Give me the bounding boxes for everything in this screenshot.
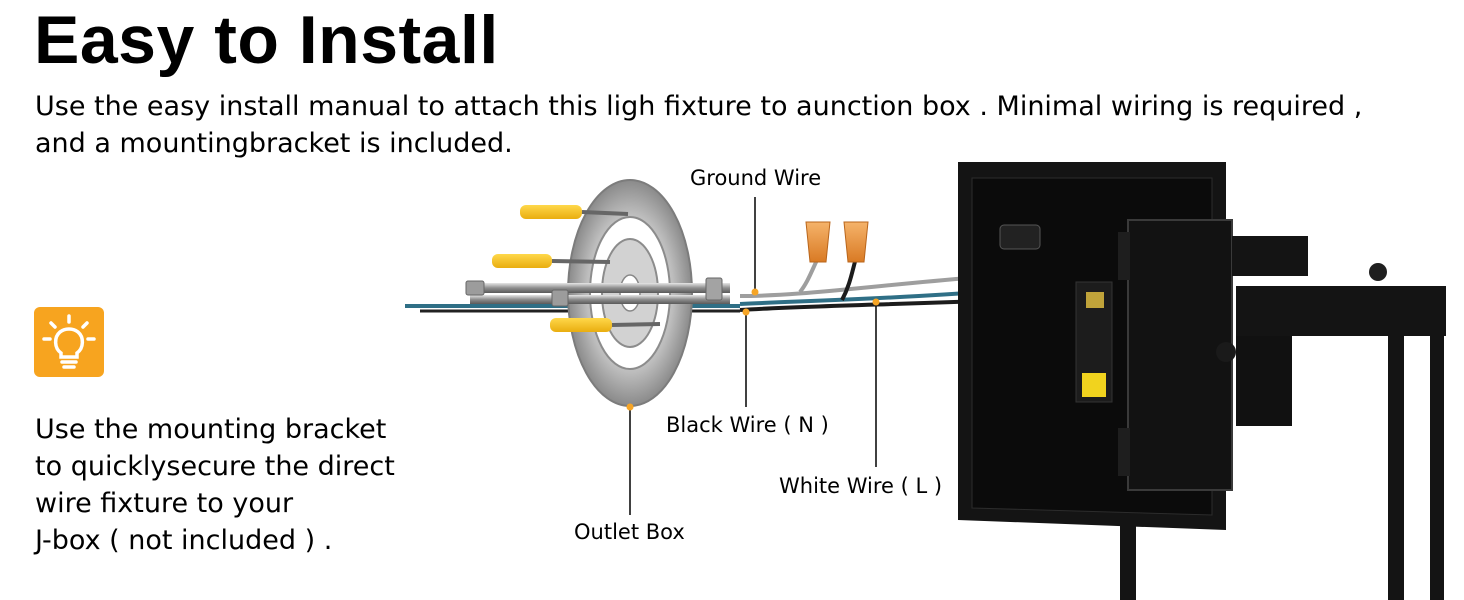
black-wire-label: Black Wire ( N ) [666, 413, 829, 437]
tip-line: J-box ( not included ) . [35, 525, 333, 556]
page-subtitle: Use the easy install manual to attach th… [35, 88, 1415, 162]
threaded-rods [465, 277, 730, 307]
tip-text: Use the mounting bracket to quicklysecur… [35, 411, 395, 559]
outlet-box-label: Outlet Box [574, 520, 685, 544]
subtitle-line: Use the easy install manual to attach th… [35, 91, 1363, 122]
page-title: Easy to Install [34, 2, 499, 78]
tip-line: to quicklysecure the direct [35, 451, 395, 482]
white-wire-label: White Wire ( L ) [779, 474, 943, 498]
tip-line: wire fixture to your [35, 488, 294, 519]
ground-wire-label: Ground Wire [690, 166, 822, 190]
wall-anchors [492, 205, 661, 332]
lightbulb-icon [34, 307, 104, 377]
wire-nuts [805, 221, 869, 263]
tip-line: Use the mounting bracket [35, 414, 387, 445]
junction-box [958, 162, 1446, 600]
callout-lines [629, 197, 877, 515]
callout-dots [626, 288, 880, 411]
subtitle-line: and a mountingbracket is included. [35, 128, 513, 159]
